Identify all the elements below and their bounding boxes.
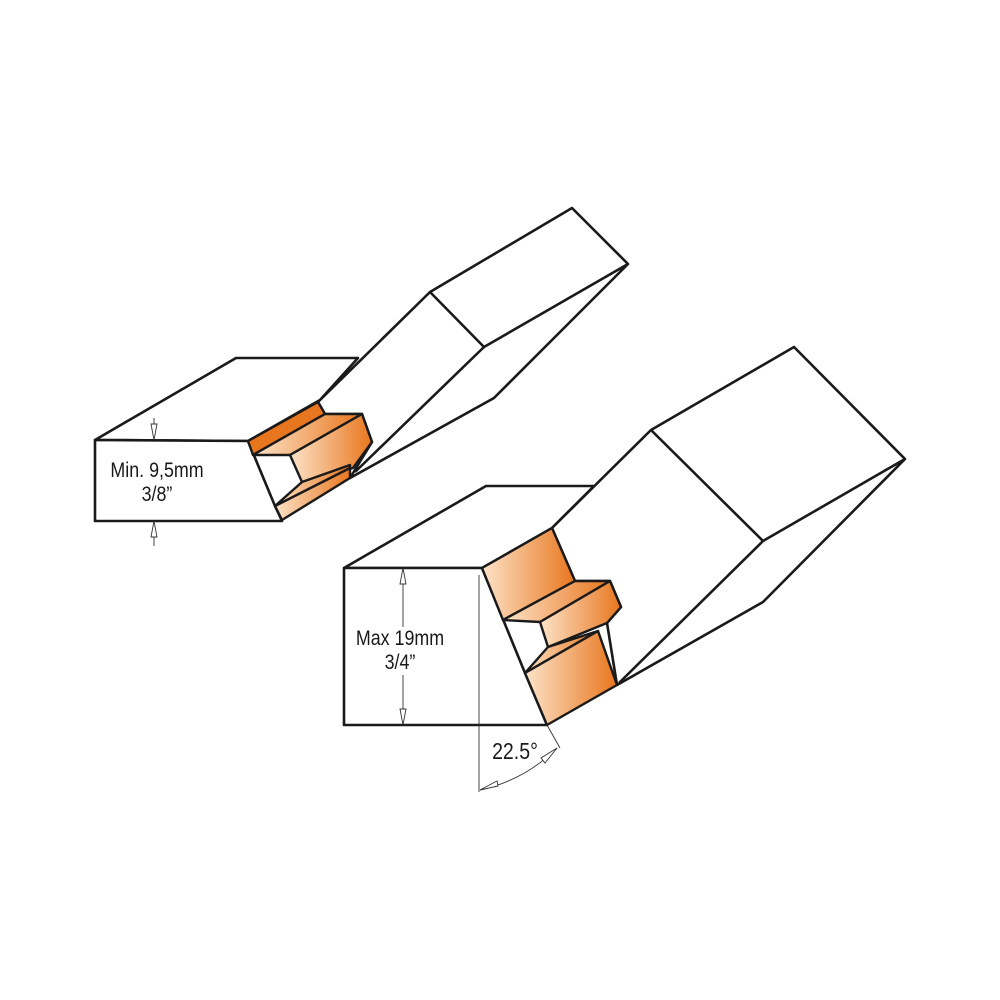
angle-label: 22.5° — [492, 738, 538, 764]
lower-cutter-profile — [480, 526, 623, 727]
upper-dimension-label: Min. 9,5mm 3/8” — [102, 459, 213, 507]
lower-dimension-inch: 3/4” — [384, 651, 416, 676]
upper-dimension-mm: Min. 9,5mm — [110, 459, 204, 482]
lower-dimension-mm: Max 19mm — [355, 627, 445, 652]
upper-dimension — [150, 418, 158, 546]
lower-dimension-label: Max 19mm 3/4” — [349, 627, 451, 676]
upper-cutter-profile — [246, 400, 374, 522]
lower-board-horizontal — [342, 484, 596, 727]
upper-dimension-inch: 3/8” — [141, 483, 173, 507]
upper-board-horizontal — [93, 356, 360, 523]
lower-board-angled — [550, 345, 907, 687]
